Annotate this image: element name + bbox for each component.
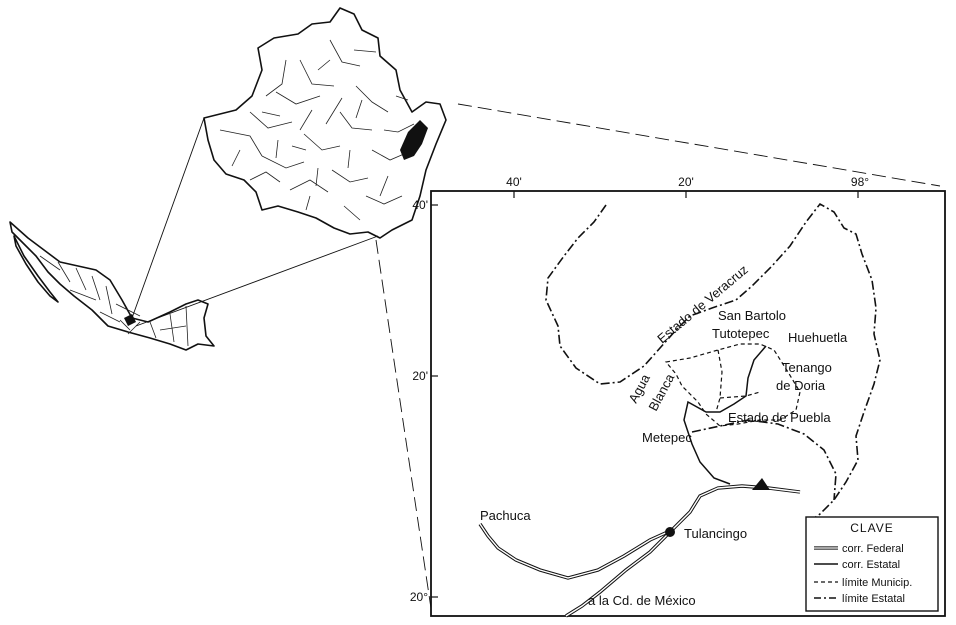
label-metepec: Metepec bbox=[642, 430, 692, 445]
tick-top-40: 40' bbox=[506, 175, 522, 189]
label-tulancingo: Tulancingo bbox=[684, 526, 747, 541]
legend-item-estatal: corr. Estatal bbox=[842, 559, 900, 571]
connector-line-bottom bbox=[135, 235, 379, 327]
legend: CLAVE corr. Federal corr. Estatal límite… bbox=[805, 516, 939, 612]
label-huehuetla: Huehuetla bbox=[788, 330, 848, 345]
federal-road bbox=[478, 484, 801, 618]
label-a-la-cd-de-mexico: a la Cd. de México bbox=[588, 593, 696, 608]
connector-line-top bbox=[131, 117, 205, 319]
zoom-line-bottom bbox=[375, 239, 433, 616]
label-pachuca: Pachuca bbox=[480, 508, 531, 523]
label-san-bartolo: San Bartolo bbox=[718, 308, 786, 323]
detail-map: 40' 20' 98° 40' 20' 20° Estado de Ve bbox=[410, 175, 946, 618]
state-road bbox=[683, 345, 767, 485]
state-boundary-veracruz bbox=[545, 202, 881, 525]
town-marker bbox=[752, 478, 770, 490]
label-tenango: Tenango bbox=[782, 360, 832, 375]
legend-item-federal: corr. Federal bbox=[842, 543, 904, 555]
zoom-line-top bbox=[457, 103, 941, 187]
municipal-boundary bbox=[664, 343, 801, 427]
tick-left-20: 20' bbox=[412, 369, 428, 383]
hidalgo-state-map bbox=[203, 7, 447, 239]
tick-left-40: 40' bbox=[412, 198, 428, 212]
tulancingo-marker bbox=[665, 527, 675, 537]
label-de-doria: de Doria bbox=[776, 378, 826, 393]
mexico-country-map bbox=[9, 221, 215, 351]
tick-top-98: 98° bbox=[851, 175, 869, 189]
legend-item-state: límite Estatal bbox=[842, 593, 905, 605]
tick-left-20deg: 20° bbox=[410, 590, 428, 604]
hidalgo-highlight-small bbox=[124, 314, 136, 326]
tick-top-20: 20' bbox=[678, 175, 694, 189]
label-estado-de-puebla: Estado de Puebla bbox=[728, 410, 831, 425]
study-area-highlight bbox=[400, 120, 428, 160]
label-tutotepec: Tutotepec bbox=[712, 326, 770, 341]
legend-item-municipal: límite Municip. bbox=[842, 577, 912, 589]
legend-title: CLAVE bbox=[850, 521, 893, 535]
